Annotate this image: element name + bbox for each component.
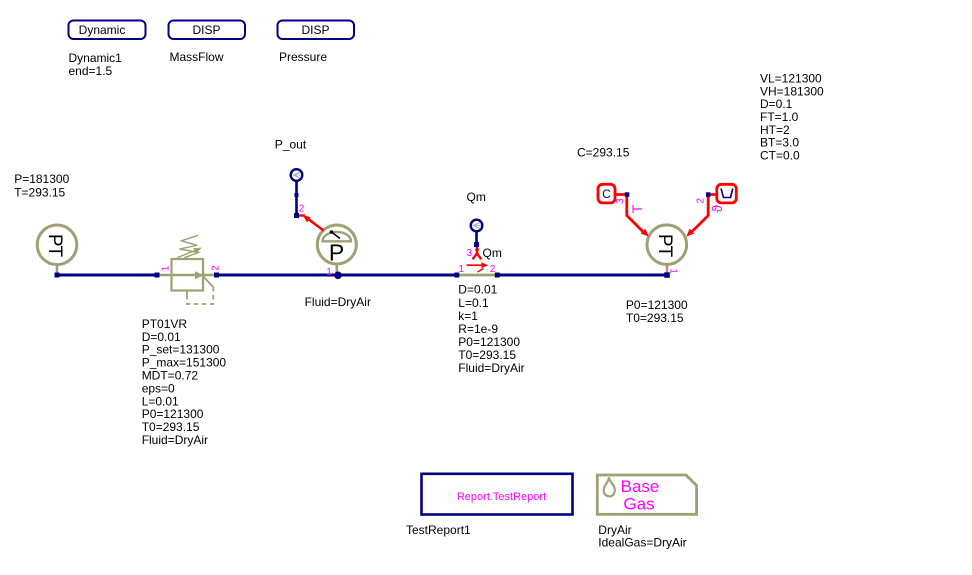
svg-text:1: 1	[160, 265, 171, 271]
svg-text:P_out: P_out	[275, 138, 307, 152]
svg-text:TestReport1: TestReport1	[406, 523, 471, 537]
svg-text:3: 3	[615, 198, 626, 204]
svg-text:end=1.5: end=1.5	[69, 64, 113, 78]
svg-text:1: 1	[459, 264, 465, 275]
svg-text:3: 3	[467, 248, 473, 259]
svg-text:2: 2	[696, 198, 707, 204]
svg-text:2: 2	[299, 204, 305, 215]
svg-text:T: T	[629, 204, 645, 213]
svg-text:Dynamic1: Dynamic1	[69, 51, 123, 65]
svg-text:1: 1	[668, 268, 679, 274]
svg-text:P=181300: P=181300	[14, 172, 69, 186]
svg-text:IdealGas=DryAir: IdealGas=DryAir	[598, 536, 686, 550]
svg-text:Report.TestReport: Report.TestReport	[457, 491, 546, 503]
svg-text:DISP: DISP	[301, 23, 329, 37]
svg-text:2: 2	[490, 264, 496, 275]
svg-text:Dynamic: Dynamic	[79, 23, 126, 37]
svg-text:C=293.15: C=293.15	[577, 145, 630, 159]
svg-text:Qm: Qm	[483, 246, 502, 260]
svg-text:DryAir: DryAir	[598, 523, 631, 537]
svg-text:MassFlow: MassFlow	[170, 50, 224, 64]
svg-text:DISP: DISP	[192, 23, 220, 37]
svg-text:PT: PT	[654, 234, 675, 258]
svg-text:Gas: Gas	[623, 494, 654, 513]
svg-text:P0=121300: P0=121300	[626, 298, 688, 312]
svg-text:T=293.15: T=293.15	[14, 185, 65, 199]
svg-text:Base: Base	[621, 477, 660, 496]
svg-text:Qm: Qm	[467, 190, 486, 204]
svg-text:ϑ: ϑ	[709, 205, 725, 213]
svg-text:C: C	[602, 187, 611, 201]
svg-text:PT: PT	[44, 234, 65, 258]
svg-text:T0=293.15: T0=293.15	[626, 311, 684, 325]
svg-text:2: 2	[211, 265, 222, 271]
svg-text:Fluid=DryAir: Fluid=DryAir	[305, 295, 371, 309]
svg-text:Pressure: Pressure	[279, 50, 327, 64]
svg-text:P: P	[329, 240, 344, 266]
svg-text:1: 1	[326, 267, 332, 278]
